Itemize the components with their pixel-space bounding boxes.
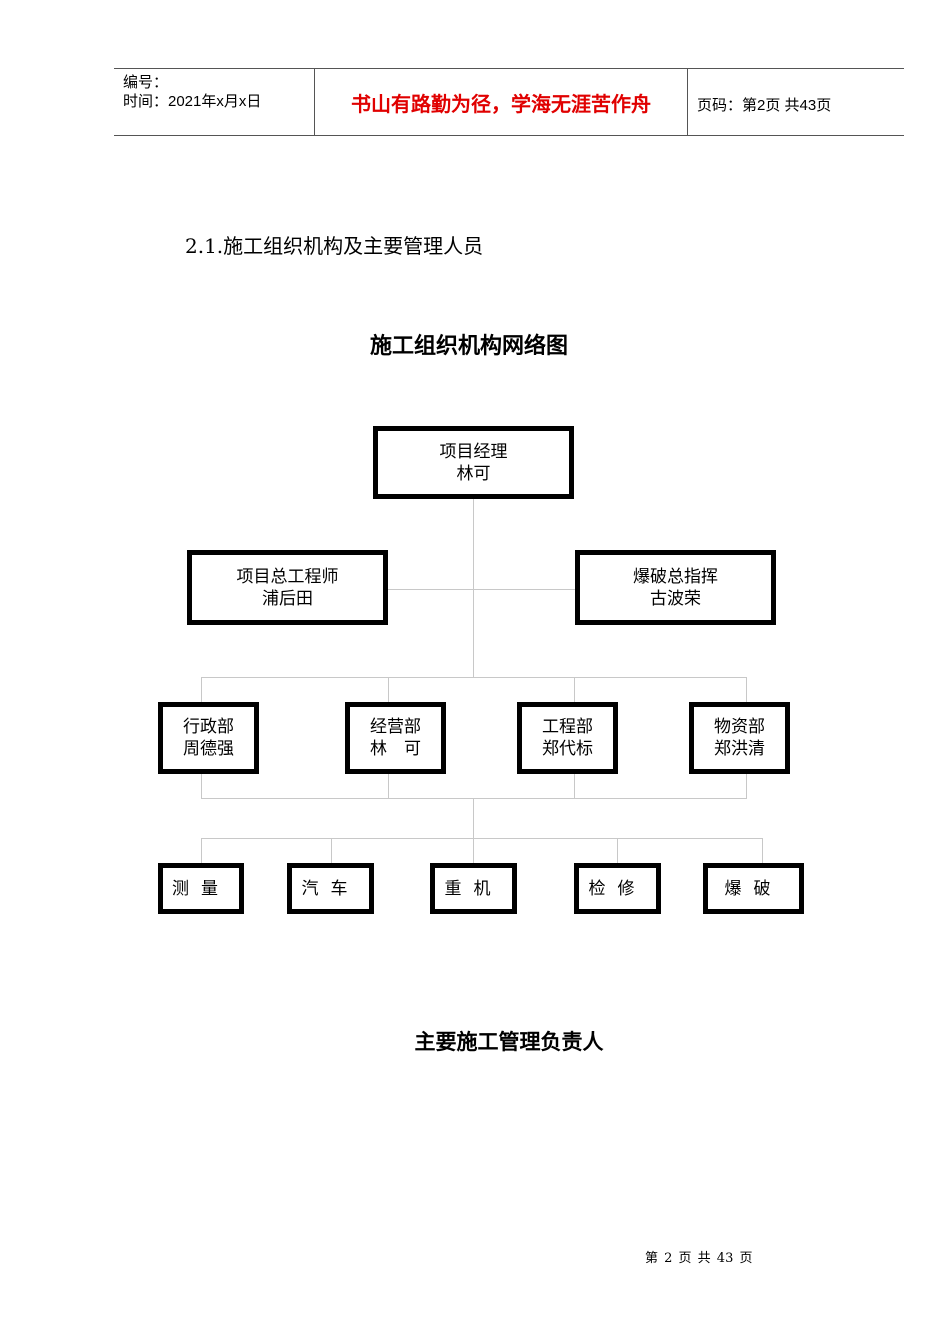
org-node-survey-team: 测量 [158,863,244,914]
node-role: 经营部 [370,717,421,737]
org-node-project-manager: 项目经理 林可 [373,426,574,499]
node-role: 汽车 [301,878,360,899]
node-role: 工程部 [542,717,593,737]
header-bottom-rule [114,135,904,136]
header-motto: 书山有路勤为径，学海无涯苦作舟 [351,92,651,116]
org-node-chief-engineer: 项目总工程师 浦后田 [187,550,388,625]
node-role: 物资部 [714,717,765,737]
connector-line [617,838,618,864]
header-divider [314,68,315,136]
connector-line [201,677,747,678]
node-role: 项目总工程师 [236,566,339,587]
subtitle: 主要施工管理负责人 [414,1029,604,1054]
header-page: 页码：第2页 共43页 [697,97,832,114]
org-node-admin-dept: 行政部 周德强 [158,702,259,774]
node-role: 行政部 [183,717,234,737]
connector-line [201,838,202,864]
node-role: 检修 [588,878,647,899]
node-name: 林 可 [370,739,421,759]
org-node-blasting-team: 爆破 [703,863,804,914]
node-role: 测量 [172,878,230,899]
org-node-vehicle-team: 汽车 [287,863,374,914]
org-node-blasting-commander: 爆破总指挥 古波荣 [575,550,776,625]
chart-title: 施工组织机构网络图 [369,333,568,359]
node-name: 浦后田 [262,588,313,609]
connector-line [473,498,474,678]
connector-line [201,838,763,839]
header-number: 编号： [123,74,169,91]
org-node-heavy-machinery-team: 重机 [430,863,517,914]
node-role: 爆破 [724,878,783,899]
node-role: 重机 [444,878,503,899]
page-footer: 第 2 页 共 43 页 [645,1251,753,1266]
node-name: 林可 [456,463,491,484]
node-name: 郑洪清 [714,739,765,759]
org-node-materials-dept: 物资部 郑洪清 [689,702,790,774]
node-name: 古波荣 [650,588,701,609]
org-node-engineering-dept: 工程部 郑代标 [517,702,618,774]
section-title: 2.1.施工组织机构及主要管理人员 [185,234,484,258]
connector-line [201,798,747,799]
header-top-rule [114,68,904,69]
header-date: 时间：2021年x月x日 [123,93,262,110]
node-name: 周德强 [183,739,234,759]
connector-line [473,798,474,864]
node-name: 郑代标 [542,739,593,759]
connector-line [387,589,575,590]
connector-line [762,838,763,864]
node-role: 爆破总指挥 [633,566,718,587]
node-role: 项目经理 [439,441,508,462]
org-node-business-dept: 经营部 林 可 [345,702,446,774]
header-divider [687,68,688,136]
connector-line [331,838,332,864]
org-node-maintenance-team: 检修 [574,863,661,914]
